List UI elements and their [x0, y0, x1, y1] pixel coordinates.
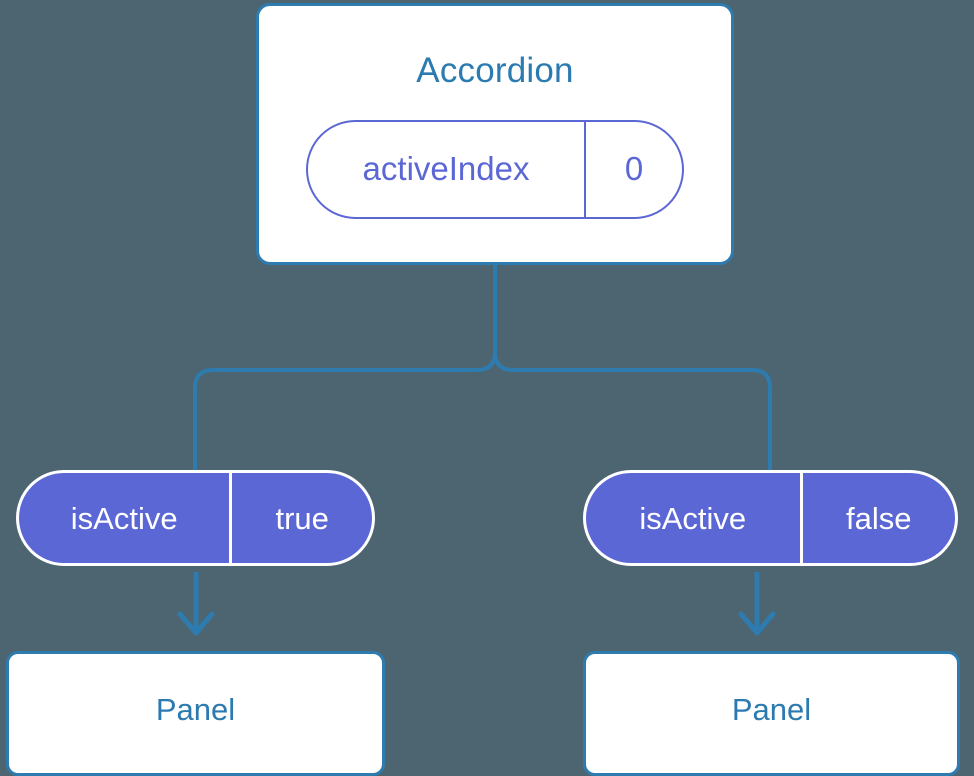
panel-component-card-right[interactable]: Panel — [583, 651, 960, 776]
prop-pill-is-active-true-value: true — [229, 473, 372, 563]
panel-title-right: Panel — [731, 692, 812, 727]
state-pill-active-index-value: 0 — [584, 122, 682, 217]
prop-pill-is-active-false[interactable]: isActive false — [583, 470, 958, 566]
panel-title-left: Panel — [155, 692, 236, 727]
prop-pill-is-active-true-key: isActive — [70, 500, 178, 536]
prop-pill-is-active-false-value: false — [799, 473, 956, 563]
tree-connector-right-branch — [493, 350, 772, 472]
prop-pill-is-active-true[interactable]: isActive true — [16, 470, 375, 566]
tree-connector-root — [193, 263, 497, 472]
arrow-right-chip-to-panel — [738, 572, 776, 636]
accordion-title: Accordion — [416, 51, 574, 90]
panel-component-card-left[interactable]: Panel — [6, 651, 385, 776]
state-pill-active-index-key: activeIndex — [362, 150, 530, 187]
prop-pill-is-active-false-key: isActive — [639, 500, 747, 536]
arrow-left-chip-to-panel — [177, 572, 215, 636]
state-pill-active-index[interactable]: activeIndex 0 — [306, 120, 684, 219]
